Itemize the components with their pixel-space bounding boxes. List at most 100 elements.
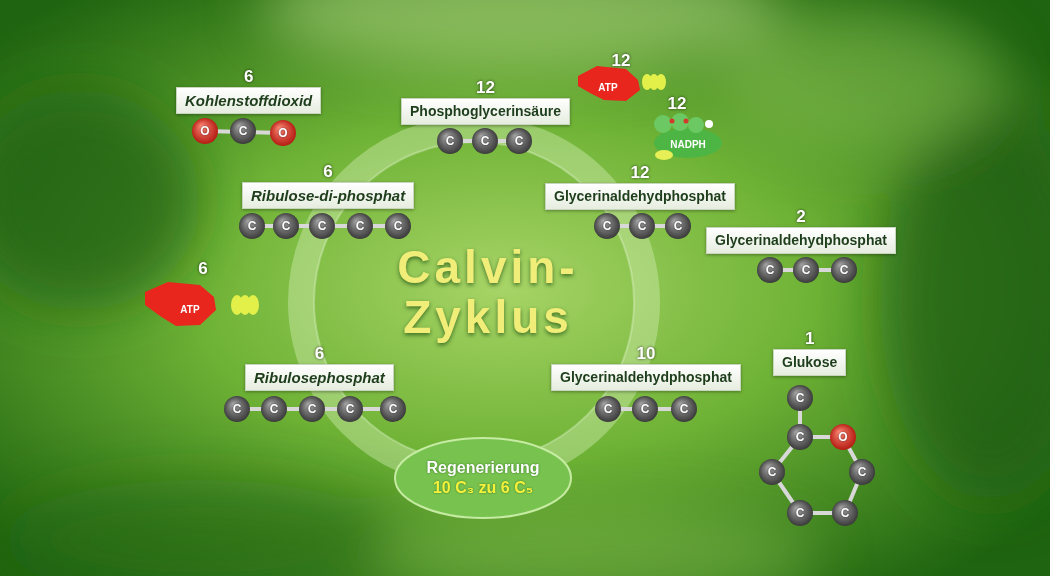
atp-icon [145,282,259,326]
carbon-atom [787,424,813,450]
atoms [192,118,875,526]
oxygen-atom [830,424,856,450]
compound-name: Ribulose-di-phosphat [251,187,405,204]
carbon-atom-letter: C [346,402,355,416]
carbon-atom [629,213,655,239]
count-number: 12 [612,51,631,71]
carbon-atom [230,118,256,144]
compound-box: 10Glycerinaldehydphosphat [551,364,741,391]
regeneration-ellipse: Regenerierung10 C₃ zu 6 C₅ [395,438,571,518]
phosphate [656,74,666,90]
ellipse-shape [395,438,571,518]
carbon-atom-letter: C [680,402,689,416]
carbon-atom [273,213,299,239]
compound-name: Glycerinaldehydphosphat [715,232,887,249]
compound-box: 12Phosphoglycerinsäure [401,98,570,125]
oxygen-atom-letter: O [838,430,847,444]
carbon-atom-letter: C [282,219,291,233]
compound-box: 6Ribulose-di-phosphat [242,182,414,209]
ellipse-outline [395,438,571,518]
carbon-atom [595,396,621,422]
carbon-atom-letter: C [858,465,867,479]
count-number: 6 [243,163,413,181]
compound-box: 12Glycerinaldehydphosphat [545,183,735,210]
compound-box: 2Glycerinaldehydphosphat [706,227,896,254]
carbon-atom [759,459,785,485]
carbon-atom-letter: C [603,219,612,233]
carbon-atom-letter: C [802,263,811,277]
compound-name: Phosphoglycerinsäure [410,103,561,120]
carbon-atom-letter: C [446,134,455,148]
nadph-dot [670,119,675,124]
carbon-atom [849,459,875,485]
carbon-atom-letter: C [796,506,805,520]
carbon-atom-letter: C [270,402,279,416]
carbon-atom-letter: C [841,506,850,520]
carbon-atom [787,385,813,411]
carbon-atom [261,396,287,422]
carbon-atom-letter: C [233,402,242,416]
step-title: Regenerierung [427,458,540,478]
carbon-atom-letter: C [308,402,317,416]
count-number: 12 [402,79,569,97]
carbon-atom-letter: C [840,263,849,277]
carbon-atom-letter: C [481,134,490,148]
oxygen-atom [270,120,296,146]
nadph-text: NADPH [670,139,706,150]
nadph-part [654,115,672,133]
carbon-atom-letter: C [248,219,257,233]
carbon-atom-letter: C [796,391,805,405]
carbon-atom-letter: C [766,263,775,277]
atp-text: ATP [180,304,199,315]
carbon-atom [632,396,658,422]
carbon-atom [665,213,691,239]
nadph-dot [684,119,689,124]
count-number: 12 [546,164,734,182]
carbon-atom-letter: C [638,219,647,233]
compound-name: Glycerinaldehydphosphat [560,369,732,386]
oxygen-atom [192,118,218,144]
carbon-atom-letter: C [394,219,403,233]
carbon-atom-letter: C [604,402,613,416]
atp-icon [578,66,666,101]
nadph-part [688,117,704,133]
compound-box: 6Ribulosephosphat [245,364,394,391]
carbon-atom-letter: C [768,465,777,479]
compound-name: Kohlenstoffdioxid [185,92,312,109]
atp-text: ATP [598,82,617,93]
carbon-atom [506,128,532,154]
carbon-atom [787,500,813,526]
compound-box: 1Glukose [773,349,846,376]
carbon-atom [380,396,406,422]
light-blob [380,510,820,576]
carbon-atom [239,213,265,239]
carbon-atom [299,396,325,422]
step-formula: 10 C₃ zu 6 C₅ [433,478,533,498]
phosphate [247,295,259,315]
carbon-atom [671,396,697,422]
proton [705,120,713,128]
carbon-atom-letter: C [318,219,327,233]
carbon-atom [385,213,411,239]
count-number: 6 [177,68,320,86]
carbon-atom [472,128,498,154]
compound-box: 6Kohlenstoffdioxid [176,87,321,114]
carbon-atom-letter: C [796,430,805,444]
carbon-atom [831,257,857,283]
atp-shape [145,282,216,326]
compound-name: Glycerinaldehydphosphat [554,188,726,205]
carbon-atom [437,128,463,154]
carbon-atom [832,500,858,526]
compound-name: Glukose [782,354,837,371]
carbon-atom-letter: C [356,219,365,233]
carbon-atom-letter: C [239,124,248,138]
dark-blob [0,90,200,310]
carbon-atom [594,213,620,239]
carbon-atom-letter: C [641,402,650,416]
nadph-icon [654,113,722,160]
light-blob [720,10,1000,150]
dark-blob [880,100,1050,500]
carbon-atom-letter: C [515,134,524,148]
dark-blob [0,480,400,576]
